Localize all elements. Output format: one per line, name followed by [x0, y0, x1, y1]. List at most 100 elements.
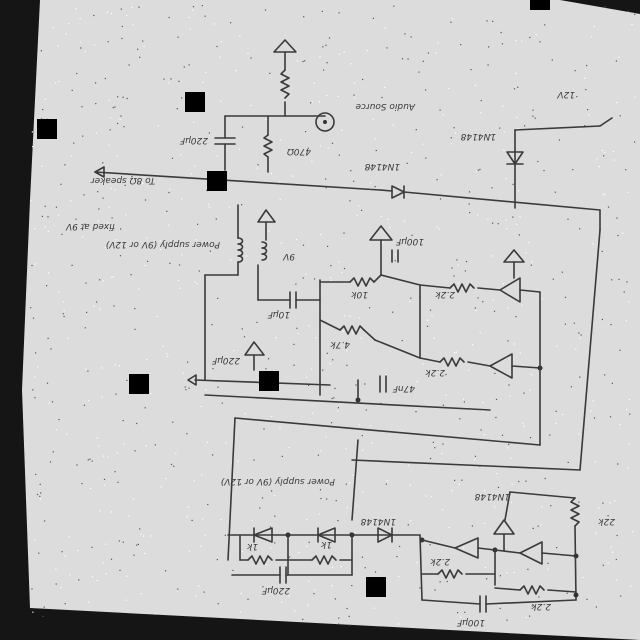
speckle — [30, 200, 32, 202]
speckle — [110, 187, 113, 190]
speckle — [64, 603, 66, 605]
speckle — [81, 483, 83, 485]
speckle — [486, 578, 488, 580]
speckle — [598, 507, 600, 509]
speckle — [594, 461, 596, 463]
speckle — [296, 327, 298, 329]
speckle — [365, 409, 367, 411]
speckle — [627, 467, 629, 469]
speckle — [525, 616, 527, 619]
speckle — [483, 522, 486, 524]
speckle — [207, 503, 209, 506]
speckle — [474, 84, 476, 87]
speckle — [228, 206, 231, 208]
power-supply-label: Power supply (9V or 12V) — [106, 239, 220, 249]
speckle — [167, 355, 169, 357]
speckle — [349, 482, 351, 484]
speckle — [497, 486, 500, 489]
speckle — [492, 299, 494, 301]
speckle — [247, 598, 249, 600]
r2k2-label-d: 2.2k — [531, 601, 551, 611]
speckle — [194, 281, 196, 283]
speckle — [101, 367, 103, 369]
speckle — [634, 13, 636, 15]
speckle — [519, 352, 521, 354]
speckle — [157, 125, 159, 127]
speckle — [146, 237, 148, 239]
speckle — [60, 587, 62, 589]
speckle — [52, 27, 54, 29]
speckle — [385, 483, 387, 485]
speckle — [474, 307, 476, 309]
speckle — [253, 459, 255, 461]
speckle — [518, 480, 520, 483]
speckle — [320, 234, 322, 236]
speckle — [442, 404, 444, 406]
speckle — [511, 483, 513, 485]
speckle — [497, 223, 499, 225]
speckle — [110, 558, 113, 560]
speckle — [537, 525, 539, 527]
speckle — [206, 189, 208, 192]
speckle — [456, 259, 458, 261]
speckle — [453, 275, 455, 277]
speckle — [336, 410, 339, 412]
speckle — [453, 127, 455, 129]
speckle — [517, 128, 519, 130]
speckle — [57, 45, 59, 47]
speckle — [203, 591, 205, 593]
speckle — [482, 301, 484, 303]
speckle — [494, 372, 496, 374]
speckle — [354, 97, 356, 99]
speckle — [118, 365, 120, 367]
speckle — [525, 480, 527, 482]
speckle — [87, 459, 89, 461]
speckle — [499, 607, 501, 609]
speckle — [275, 337, 277, 339]
speckle — [384, 86, 386, 88]
speckle — [610, 324, 612, 326]
speckle — [319, 56, 321, 58]
speckle — [448, 87, 450, 89]
speckle — [615, 60, 617, 62]
speckle — [168, 224, 170, 226]
speckle — [32, 146, 34, 148]
speckle — [510, 457, 512, 459]
speckle — [629, 413, 631, 415]
speckle — [128, 515, 130, 517]
speckle — [311, 160, 313, 162]
speckle — [80, 47, 82, 49]
speckle — [346, 607, 348, 610]
outer-loop — [227, 229, 601, 561]
speckle — [541, 506, 543, 508]
speckle — [409, 301, 411, 303]
speaker-output-section: To 8Ω speaker 1N4148 12V 1N4148 — [90, 89, 613, 231]
speckle — [118, 540, 120, 542]
speckle — [499, 575, 501, 577]
speckle — [345, 483, 347, 485]
speckle — [360, 337, 362, 339]
speckle — [425, 495, 427, 497]
speckle — [570, 386, 572, 388]
speckle — [42, 108, 44, 111]
speckle — [265, 119, 267, 121]
speckle — [245, 255, 247, 257]
speckle — [196, 283, 198, 285]
speckle — [422, 60, 424, 62]
speckle — [327, 147, 329, 149]
speckle — [105, 573, 107, 575]
speckle — [137, 543, 139, 545]
speckle — [103, 280, 105, 282]
speckle — [394, 254, 396, 256]
speckle — [224, 534, 226, 536]
speckle — [607, 206, 610, 208]
speckle — [96, 301, 98, 303]
speckle — [31, 264, 33, 267]
speckle — [465, 260, 468, 263]
bottom-stage: Power supply (9V or 12V) 1N4148 1k 1k 22… — [221, 476, 615, 627]
speckle — [132, 498, 135, 500]
speckle — [392, 311, 394, 313]
speckle — [350, 170, 352, 172]
speckle — [295, 238, 298, 241]
speckle — [110, 511, 112, 513]
